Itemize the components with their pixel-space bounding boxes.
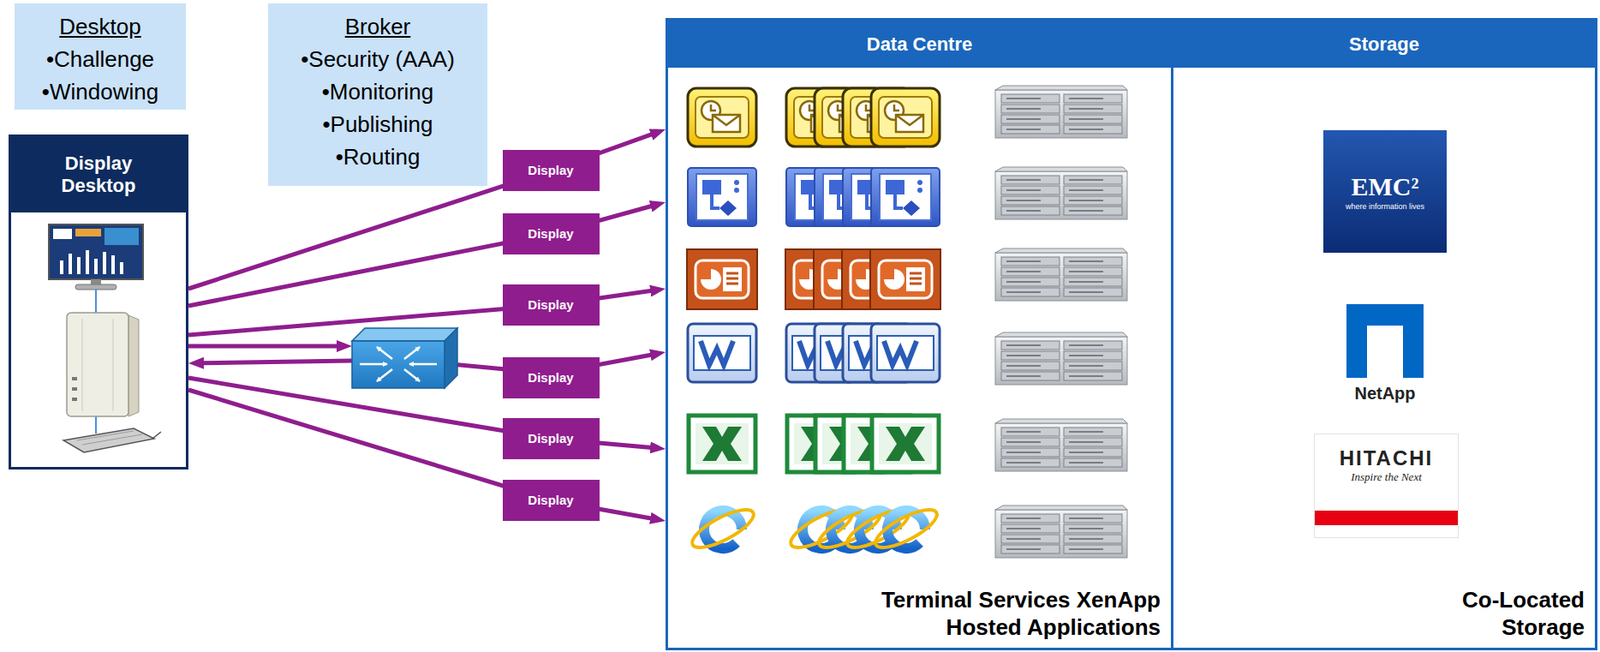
node-text: Co-Located Storage [1421, 585, 1585, 641]
keyboard-keys [77, 430, 143, 445]
server-chassis [995, 332, 1128, 385]
server-chassis [995, 85, 1128, 138]
visio-row [687, 167, 1128, 227]
client-grooves [82, 318, 114, 412]
client-side [128, 315, 139, 417]
switch-side [444, 328, 458, 389]
edge-label: Display [502, 284, 600, 326]
server-chassis [995, 248, 1128, 301]
excel-icon [688, 415, 756, 472]
info-box: Desktop•Challenge•Windowing [14, 3, 186, 110]
node-text: •Challenge [19, 42, 181, 76]
node-text: •Routing [273, 140, 483, 174]
desktop-box: Display Desktop [8, 134, 189, 470]
screen-window [53, 228, 72, 239]
screen-window [104, 227, 139, 245]
word-icon [687, 323, 757, 383]
excel-row [688, 415, 1128, 472]
screen-window [75, 228, 102, 237]
visio-icon [871, 167, 940, 227]
server-chassis [995, 167, 1128, 220]
outlook-icon [687, 88, 757, 147]
switch-top [352, 328, 458, 341]
ie-icon [871, 502, 943, 556]
vendor-logo: HITACHIInspire the Next [1313, 433, 1459, 538]
ie-icon [687, 502, 759, 556]
node-heading: NetApp [1323, 382, 1447, 404]
network-switch [352, 328, 458, 389]
keyboard-cable [152, 431, 162, 439]
node-text: Terminal Services XenApp Hosted Applicat… [817, 585, 1161, 641]
node-heading: HITACHI [1314, 446, 1458, 471]
powerpoint-row [686, 248, 1128, 310]
powerpoint-icon [870, 249, 941, 310]
node-heading: EMC² [1351, 172, 1420, 202]
keyboard-body [63, 428, 155, 453]
screen-bars [59, 250, 124, 275]
node-text: •Publishing [273, 107, 483, 141]
datacentre-panel: Data CentreTerminal Services XenApp Host… [665, 17, 1174, 651]
word-icon [871, 323, 940, 383]
node-heading: Desktop [19, 10, 181, 43]
node-text: •Windowing [19, 75, 181, 108]
node-heading: Data Centre [668, 20, 1171, 68]
word-row [687, 323, 1128, 385]
monitor [48, 224, 144, 290]
keyboard [63, 428, 162, 453]
info-box: Broker•Security (AAA)•Monitoring•Publish… [268, 3, 488, 186]
client-buttons [71, 376, 78, 401]
outlook-icon [871, 88, 940, 147]
connector-group [188, 133, 653, 519]
node-text: where information lives [1345, 201, 1425, 212]
edge-label: Display [502, 479, 600, 521]
excel-icon [871, 415, 939, 472]
powerpoint-icon [686, 249, 758, 310]
server-chassis [995, 418, 1128, 472]
vendor-logo: EMC²where information lives [1323, 130, 1447, 253]
storage-panel: StorageCo-Located Storage EMC²where infor… [1170, 17, 1598, 651]
netapp-logo-mark [1346, 304, 1424, 378]
vendor-logo: NetApp [1323, 300, 1447, 408]
edge-label: Display [502, 417, 600, 460]
node-text: •Security (AAA) [273, 42, 483, 76]
thin-client [66, 312, 139, 417]
ie-row [687, 502, 1128, 558]
edge-label: Display [502, 149, 600, 192]
edge-label: Display [502, 213, 600, 255]
monitor-screen [48, 224, 144, 280]
node-text: Inspire the Next [1314, 470, 1458, 484]
edge-label: Display [502, 357, 600, 399]
node-heading: Storage [1173, 20, 1595, 68]
client-front [66, 312, 129, 417]
monitor-stand [90, 279, 102, 285]
node-heading: Broker [273, 10, 483, 43]
node-text: •Monitoring [273, 75, 483, 108]
node-heading: Display Desktop [11, 137, 186, 213]
monitor-base [75, 284, 117, 290]
switch-feed-arrow [188, 344, 339, 349]
outlook-row [687, 85, 1128, 147]
switch-front [352, 340, 445, 389]
visio-icon [687, 167, 757, 227]
switch-arrows [359, 346, 437, 382]
server-chassis [995, 505, 1128, 558]
